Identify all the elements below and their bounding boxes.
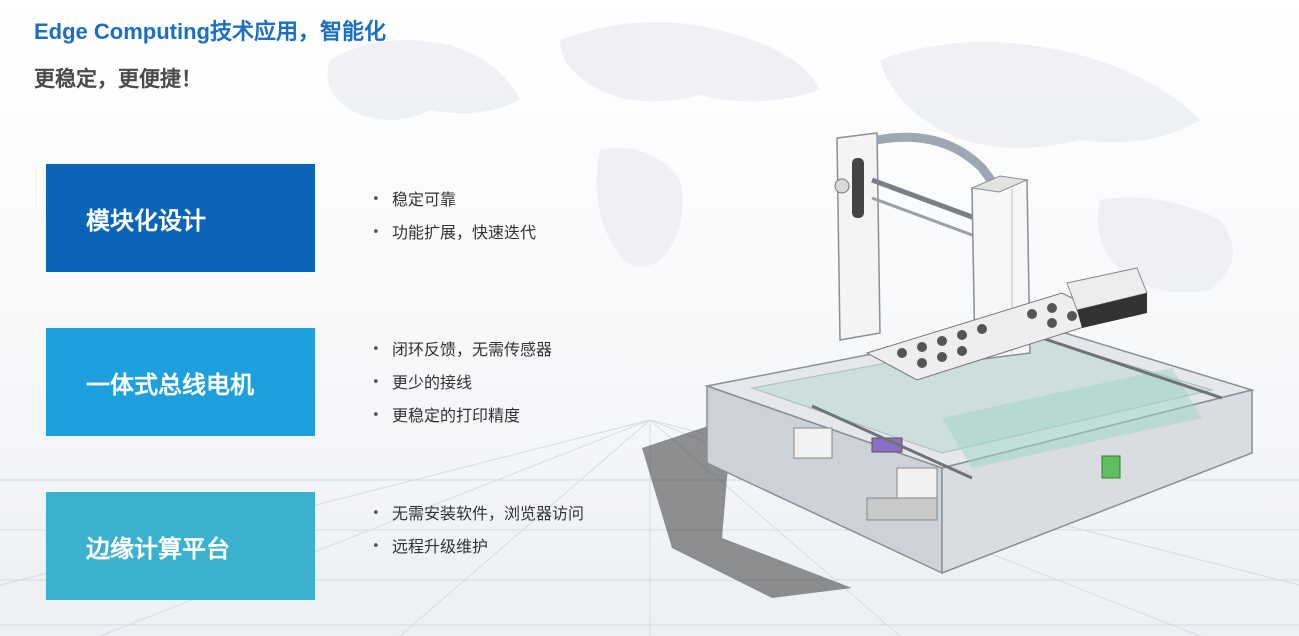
bullet-item: 更稳定的打印精度 — [372, 404, 552, 437]
bullet-item: 稳定可靠 — [372, 188, 536, 221]
feature-title: 边缘计算平台 — [86, 534, 230, 563]
bullet-item: 闭环反馈，无需传感器 — [372, 338, 552, 371]
bullet-item: 远程升级维护 — [372, 535, 584, 568]
feature-box-modular-design: 模块化设计 — [46, 164, 315, 272]
feature-title: 一体式总线电机 — [86, 370, 254, 399]
headline: Edge Computing技术应用，智能化 — [34, 19, 386, 44]
bullet-item: 功能扩展，快速迭代 — [372, 221, 536, 254]
feature-bullets-integrated-bus-motor: 闭环反馈，无需传感器 更少的接线 更稳定的打印精度 — [372, 338, 552, 437]
bullet-item: 更少的接线 — [372, 371, 552, 404]
feature-title: 模块化设计 — [86, 206, 206, 235]
feature-bullets-edge-computing-platform: 无需安装软件，浏览器访问 远程升级维护 — [372, 502, 584, 568]
subline: 更稳定，更便捷！ — [34, 67, 202, 91]
feature-box-integrated-bus-motor: 一体式总线电机 — [46, 328, 315, 436]
feature-box-edge-computing-platform: 边缘计算平台 — [46, 492, 315, 600]
bullet-item: 无需安装软件，浏览器访问 — [372, 502, 584, 535]
feature-bullets-modular-design: 稳定可靠 功能扩展，快速迭代 — [372, 188, 536, 254]
gantry-printer-icon — [642, 132, 1255, 598]
